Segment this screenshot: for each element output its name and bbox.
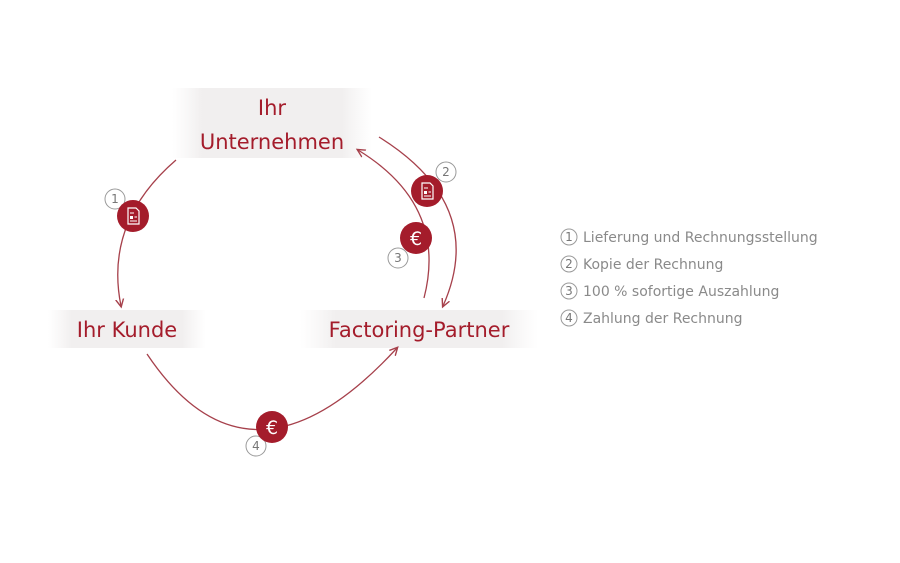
legend-item-text: 100 % sofortige Auszahlung [583, 284, 779, 300]
step-3-number-ring [387, 247, 409, 269]
step-1-number: 1 [111, 192, 119, 206]
arc-partner-to-company [358, 150, 430, 299]
legend-item-number: 3 [565, 284, 573, 298]
legend-item: 2 Kopie der Rechnung [560, 255, 723, 273]
euro-icon: € [400, 222, 432, 254]
node-customer: Ihr Kunde [77, 318, 177, 342]
legend-item: 3 100 % sofortige Auszahlung [560, 282, 779, 300]
legend-item-text: Kopie der Rechnung [583, 257, 723, 273]
legend-item-text: Zahlung der Rechnung [583, 311, 743, 327]
step-3-number: 3 [394, 251, 402, 265]
document-icon [411, 175, 443, 207]
node-partner: Factoring-Partner [329, 318, 510, 342]
euro-icon: € [256, 411, 288, 443]
customer-label-bg [48, 310, 206, 348]
node-company-line1: Ihr [258, 96, 287, 120]
step-4-number: 4 [252, 439, 260, 453]
step-2-number-ring [435, 161, 457, 183]
svg-text:€: € [410, 228, 422, 250]
legend-item-number: 4 [565, 311, 573, 325]
legend-item-number: 2 [565, 257, 573, 271]
legend: 1 Lieferung und Rechnungsstellung 2 Kopi… [560, 228, 818, 327]
node-company-line2: Unternehmen [200, 130, 344, 154]
legend-item-text: Lieferung und Rechnungsstellung [583, 230, 818, 246]
partner-label-bg [300, 310, 538, 348]
company-label-bg [172, 88, 372, 158]
legend-item-number: 1 [565, 230, 573, 244]
step-1-number-ring [104, 188, 126, 210]
document-icon [117, 200, 149, 232]
legend-item: 4 Zahlung der Rechnung [560, 309, 743, 327]
arc-company-to-customer [118, 159, 177, 306]
svg-text:€: € [266, 417, 278, 439]
legend-item: 1 Lieferung und Rechnungsstellung [560, 228, 818, 246]
step-4-number-ring [245, 435, 267, 457]
arc-company-to-partner [378, 136, 457, 306]
step-2-number: 2 [442, 165, 450, 179]
